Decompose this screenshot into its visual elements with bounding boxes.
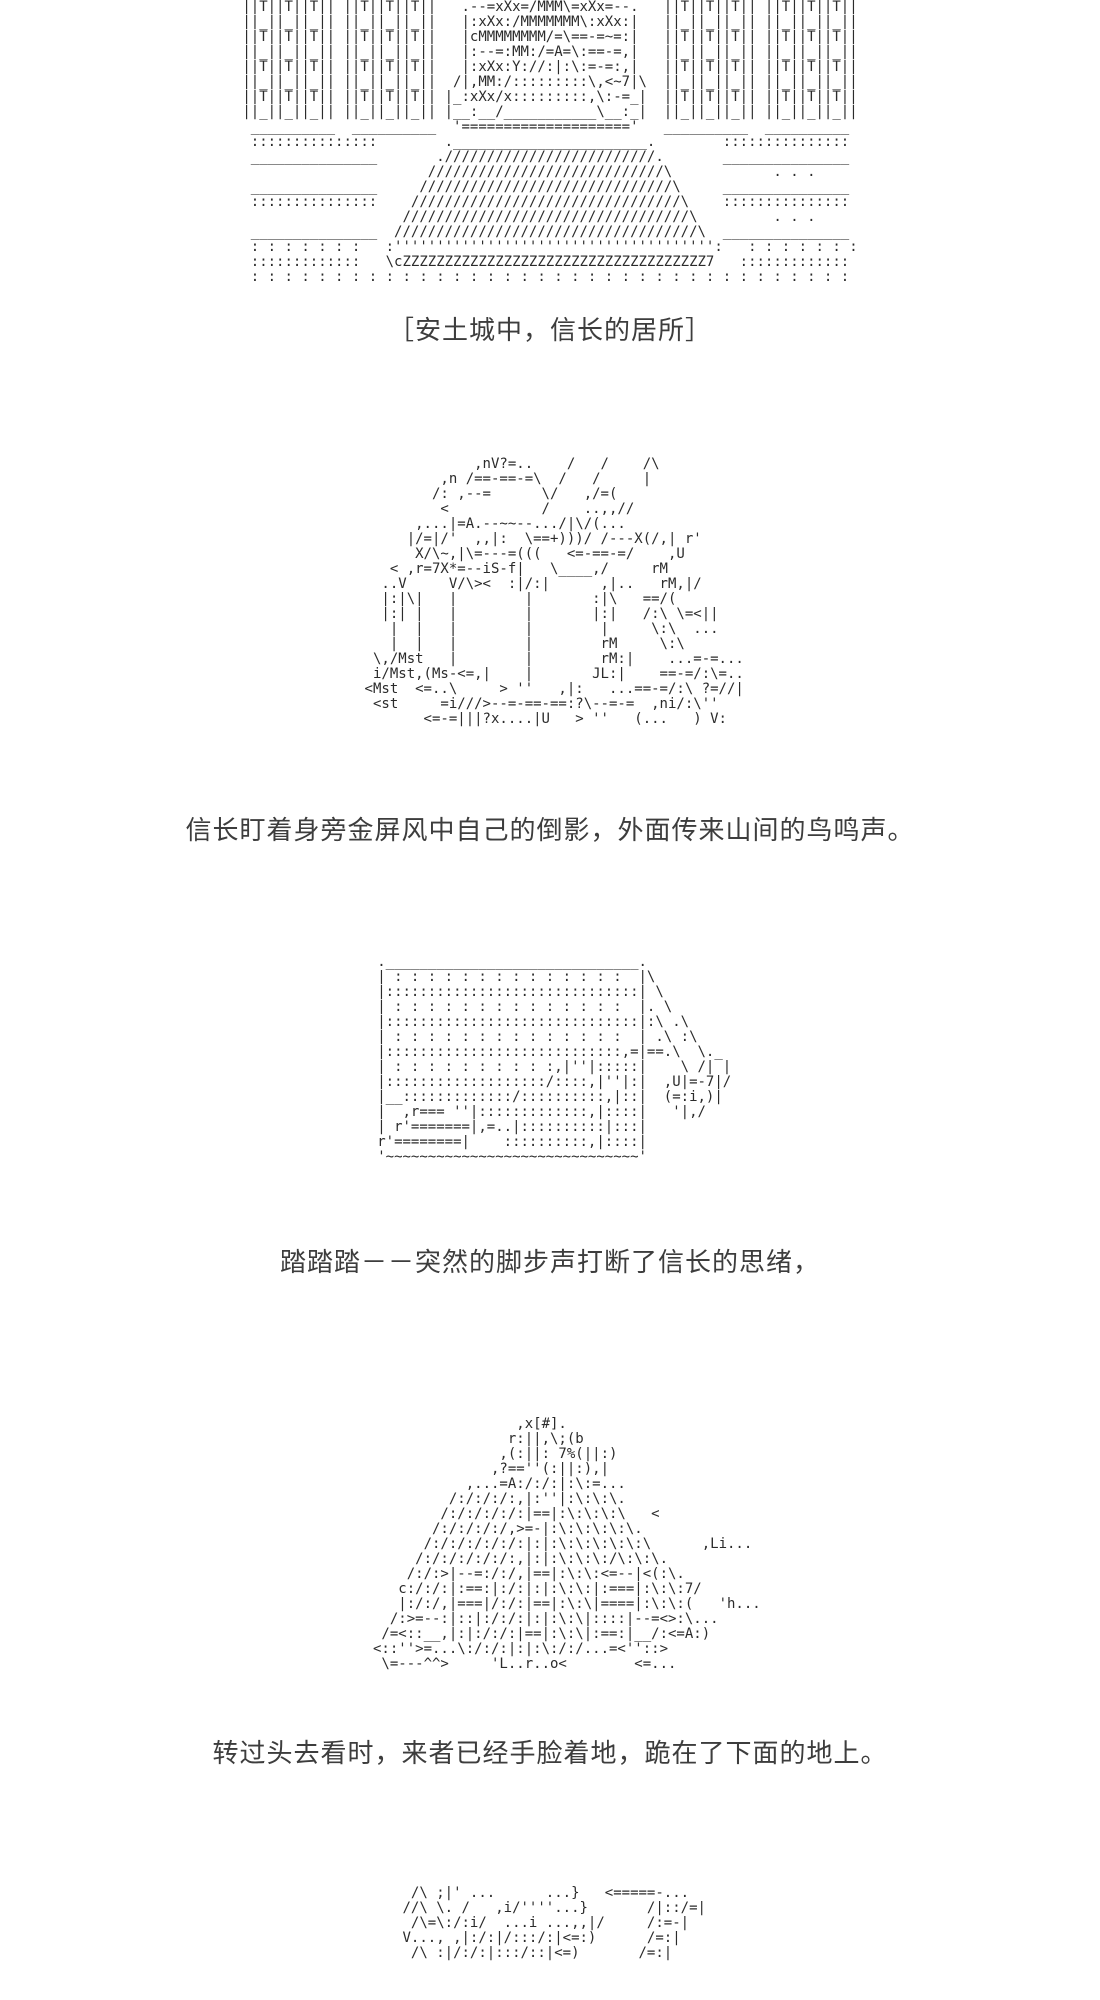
caption-nobunaga-reflection: 信长盯着身旁金屏风中自己的倒影，外面传来山间的鸟鸣声。 xyxy=(185,816,915,846)
panel-nobunaga: ,nV?=.. / / /\ ,n /==-==-=\ / / | /: ,--… xyxy=(0,349,1100,849)
panel-kneeling-visitor: ,x[#]. r:||,\;(b ,(:||: 7%(||:) ,?==''(:… xyxy=(0,1281,1100,1772)
panel-visitor-closeup: /\ ;|' ... ...} <=====-... //\ \. / ,i/'… xyxy=(0,1772,1100,1961)
panel-castle: ||T||T||T|| ||T||T||T|| .--=xXx=/MMM\=xX… xyxy=(0,0,1100,349)
ascii-art-nobunaga: ,nV?=.. / / /\ ,n /==-==-=\ / / | /: ,--… xyxy=(364,456,744,727)
ascii-art-kneeling-visitor: ,x[#]. r:||,\;(b ,(:||: 7%(||:) ,?==''(:… xyxy=(372,1416,761,1672)
ascii-art-visitor-closeup: /\ ;|' ... ...} <=====-... //\ \. / ,i/'… xyxy=(402,1885,706,1961)
caption-kneeling: 转过头去看时，来者已经手脸着地，跪在了下面的地上。 xyxy=(212,1739,888,1769)
ascii-art-castle: ||T||T||T|| ||T||T||T|| .--=xXx=/MMM\=xX… xyxy=(242,0,858,285)
ascii-art-golden-screen: .______________________________. | : : :… xyxy=(377,954,732,1165)
panel-golden-screen: .______________________________. | : : :… xyxy=(0,849,1100,1281)
caption-footsteps: 踏踏踏－－突然的脚步声打断了信长的思绪， xyxy=(279,1248,820,1278)
caption-castle-location: ［安土城中，信长的居所］ xyxy=(387,316,712,346)
